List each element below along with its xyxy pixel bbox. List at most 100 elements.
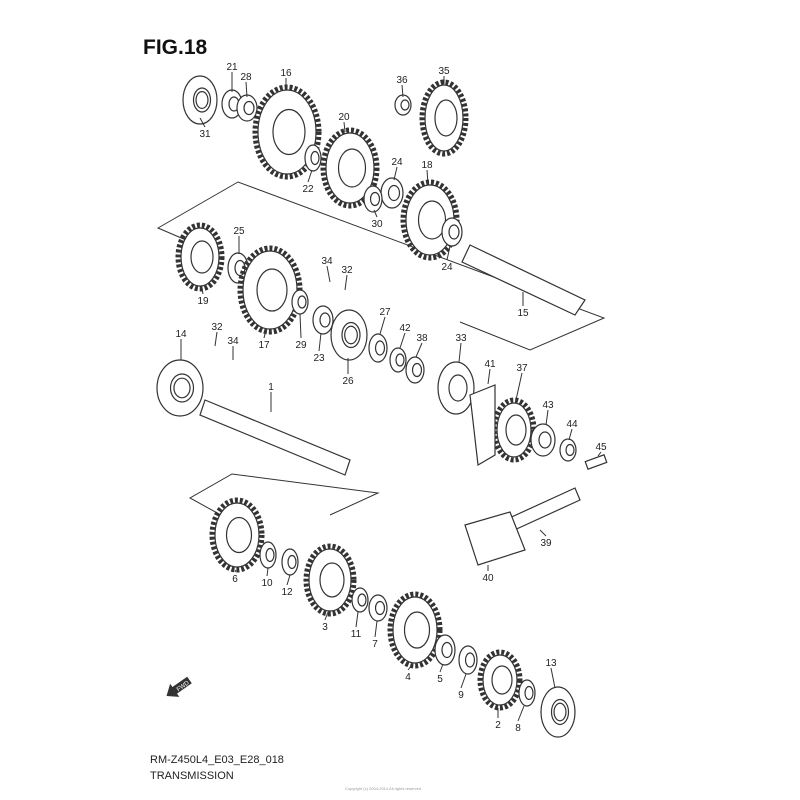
part-number-label[interactable]: 20 xyxy=(338,112,350,123)
leader-line xyxy=(568,428,573,441)
washer-43 xyxy=(530,423,556,457)
part-number-label[interactable]: 3 xyxy=(322,622,328,633)
fwd-arrow-icon: FWD xyxy=(166,676,192,697)
part-number-label[interactable]: 11 xyxy=(351,629,362,640)
washer-10 xyxy=(259,541,277,569)
leader-line xyxy=(343,121,346,133)
leader-line xyxy=(201,287,204,295)
leader-line xyxy=(545,409,549,426)
part-number-label[interactable]: 30 xyxy=(371,219,383,230)
part-number-label[interactable]: 36 xyxy=(396,75,408,86)
part-number-label[interactable]: 32 xyxy=(341,265,353,276)
part-number-label[interactable]: 40 xyxy=(482,573,494,584)
part-number-label[interactable]: 8 xyxy=(515,723,521,734)
bearing-5 xyxy=(434,634,456,666)
leader-line xyxy=(550,667,556,689)
leader-line xyxy=(344,274,348,291)
part-number-label[interactable]: 42 xyxy=(399,323,411,334)
part-number-label[interactable]: 24 xyxy=(441,262,453,273)
part-number-label[interactable]: 10 xyxy=(261,578,273,589)
part-number-label[interactable]: 29 xyxy=(295,340,307,351)
part-number-label[interactable]: 9 xyxy=(458,690,464,701)
part-number-label[interactable]: 45 xyxy=(595,442,607,453)
leader-line xyxy=(407,664,413,671)
leader-line xyxy=(517,705,525,722)
circlip-30 xyxy=(363,185,383,213)
part-number-label[interactable]: 16 xyxy=(280,68,292,79)
leader-line xyxy=(326,265,331,283)
part-number-label[interactable]: 19 xyxy=(197,296,209,307)
leader-line xyxy=(199,117,206,128)
leader-line xyxy=(426,169,429,185)
oil-seal-27 xyxy=(368,333,388,363)
part-number-label[interactable]: 34 xyxy=(321,256,333,267)
sprocket-37 xyxy=(491,397,537,463)
part-number-label[interactable]: 15 xyxy=(517,308,529,319)
upper-bracket xyxy=(156,181,606,351)
part-number-label[interactable]: 34 xyxy=(227,336,239,347)
gear-4 xyxy=(387,591,443,669)
part-number-label[interactable]: 39 xyxy=(540,538,552,549)
leader-line xyxy=(245,81,248,98)
circlip-12 xyxy=(281,548,299,576)
part-number-label[interactable]: 7 xyxy=(372,639,378,650)
gear-2 xyxy=(477,649,523,711)
guide-41 xyxy=(469,384,496,466)
part-number-label[interactable]: 2 xyxy=(495,720,501,731)
leader-line xyxy=(399,332,406,349)
part-number-label[interactable]: 43 xyxy=(542,400,554,411)
part-number-label[interactable]: 26 xyxy=(342,376,354,387)
leader-line xyxy=(318,332,322,352)
leader-lines xyxy=(180,72,602,722)
leader-line xyxy=(286,574,291,586)
part-number-label[interactable]: 23 xyxy=(313,353,325,364)
model-code: RM-Z450L4_E03_E28_018 xyxy=(150,754,284,766)
part-number-label[interactable]: 37 xyxy=(516,363,528,374)
part-number-label[interactable]: 35 xyxy=(438,66,450,77)
leader-line xyxy=(379,316,386,335)
washer-24b xyxy=(441,217,463,247)
bearing-14 xyxy=(156,359,204,417)
plate-33 xyxy=(437,361,475,415)
spacer-38 xyxy=(405,356,425,384)
part-number-label[interactable]: 41 xyxy=(484,359,496,370)
part-number-label[interactable]: 25 xyxy=(233,226,245,237)
part-number-label[interactable]: 33 xyxy=(455,333,467,344)
part-number-label[interactable]: 18 xyxy=(421,160,433,171)
part-number-label[interactable]: 32 xyxy=(211,322,223,333)
section-title: TRANSMISSION xyxy=(150,770,234,782)
part-number-label[interactable]: 14 xyxy=(175,329,187,340)
washer-22 xyxy=(304,144,322,172)
part-number-label[interactable]: 4 xyxy=(405,672,411,683)
gear-35 xyxy=(419,79,469,157)
part-number-label[interactable]: 22 xyxy=(302,184,314,195)
mainshaft-1 xyxy=(199,399,351,476)
part-number-label[interactable]: 6 xyxy=(232,574,238,585)
part-number-label[interactable]: 31 xyxy=(199,129,211,140)
bushing-28 xyxy=(236,94,258,122)
leader-line xyxy=(234,569,237,573)
leader-line xyxy=(263,329,267,339)
part-number-label[interactable]: 38 xyxy=(416,333,428,344)
leader-line xyxy=(401,84,404,98)
part-number-label[interactable]: 27 xyxy=(379,307,391,318)
part-number-label[interactable]: 13 xyxy=(545,658,557,669)
bearing-26 xyxy=(330,309,368,361)
part-number-label[interactable]: 24 xyxy=(391,157,403,168)
washer-44 xyxy=(559,438,577,462)
part-number-label[interactable]: 17 xyxy=(258,340,270,351)
part-number-label[interactable]: 21 xyxy=(226,62,238,73)
leader-line xyxy=(307,169,313,183)
part-number-label[interactable]: 44 xyxy=(566,419,578,430)
part-number-label[interactable]: 12 xyxy=(281,587,293,598)
part-number-label[interactable]: 5 xyxy=(437,674,443,685)
leader-line xyxy=(439,663,444,673)
leader-line xyxy=(266,567,269,577)
bushing-29 xyxy=(291,289,309,315)
washer-7 xyxy=(368,594,388,622)
washer-8 xyxy=(518,679,536,707)
gear-3 xyxy=(303,543,357,617)
circlip-36 xyxy=(394,94,412,116)
part-number-label[interactable]: 28 xyxy=(240,72,252,83)
part-number-label[interactable]: 1 xyxy=(268,382,274,393)
